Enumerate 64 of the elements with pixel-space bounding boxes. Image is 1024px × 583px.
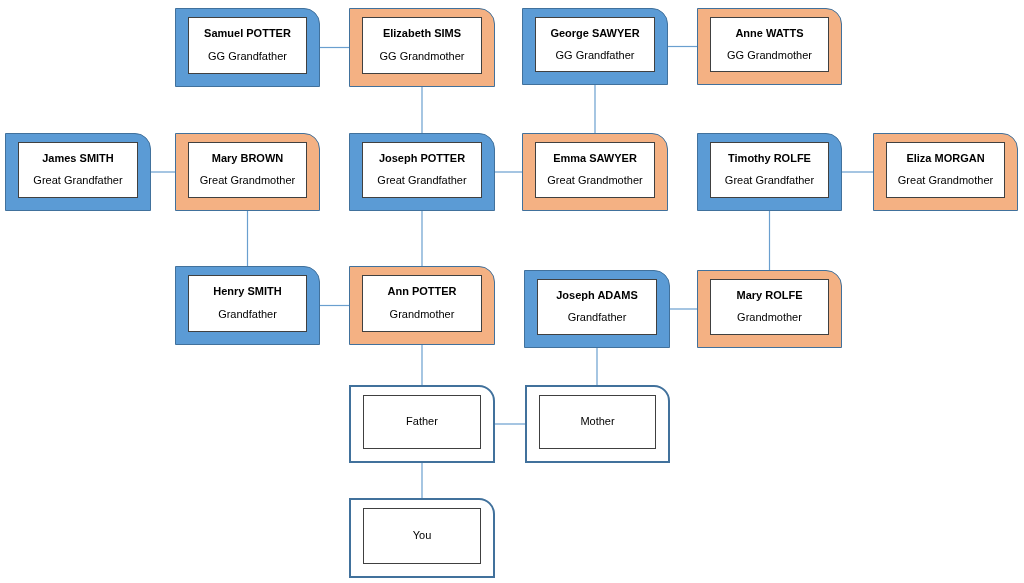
relation-label: GG Grandfather	[208, 50, 287, 64]
relation-label: GG Grandmother	[379, 50, 465, 64]
person-name: Mary BROWN	[211, 151, 284, 166]
female-ancestor-box	[175, 133, 320, 211]
relation-label: Mother	[580, 415, 615, 429]
person-name: Ann POTTER	[387, 285, 457, 299]
person-name: Eliza MORGAN	[906, 151, 985, 166]
connector-line	[150, 171, 176, 173]
connector-line	[594, 84, 596, 134]
female-ancestor-box	[697, 8, 842, 85]
person-name: George SAWYER	[550, 26, 640, 41]
connector-line	[841, 171, 874, 173]
relation-label: GG Grandmother	[727, 48, 812, 63]
relation-label: You	[412, 529, 432, 543]
person-name: Emma SAWYER	[553, 151, 637, 166]
female-ancestor-box	[697, 270, 842, 348]
female-ancestor-box	[873, 133, 1018, 211]
connector-line	[667, 45, 698, 48]
person-name: Timothy ROLFE	[728, 151, 811, 166]
person-name: Elizabeth SIMS	[382, 27, 462, 41]
connector-line	[421, 210, 423, 267]
connector-line	[494, 171, 523, 173]
male-ancestor-box	[522, 8, 668, 85]
person-name: Henry SMITH	[213, 285, 282, 299]
relation-label: Great Grandmother	[897, 174, 994, 189]
relation-label: Father	[406, 415, 438, 429]
relation-label: Great Grandmother	[547, 174, 643, 189]
male-ancestor-box	[5, 133, 151, 211]
person-name: Joseph ADAMS	[556, 288, 638, 303]
connector-line	[421, 344, 423, 386]
connector-line	[246, 210, 249, 267]
person-name: Mary ROLFE	[736, 288, 803, 303]
person-name: Joseph POTTER	[378, 151, 466, 166]
female-ancestor-box	[522, 133, 668, 211]
person-name: Anne WATTS	[735, 26, 804, 41]
relation-label: Grandfather	[218, 308, 277, 322]
connector-line	[421, 86, 423, 134]
person-name: Samuel POTTER	[204, 27, 291, 41]
connector-line	[768, 210, 771, 271]
person-box	[349, 498, 495, 578]
connector-line	[319, 304, 350, 307]
relation-label: GG Grandfather	[555, 48, 635, 63]
male-ancestor-box	[697, 133, 842, 211]
person-box	[525, 385, 670, 463]
female-ancestor-box	[349, 266, 495, 345]
male-ancestor-box	[175, 266, 320, 345]
relation-label: Great Grandfather	[377, 174, 467, 189]
connector-line	[596, 347, 598, 386]
relation-label: Grandmother	[389, 308, 455, 322]
female-ancestor-box	[349, 8, 495, 87]
male-ancestor-box	[524, 270, 670, 348]
connector-line	[669, 308, 698, 310]
male-ancestor-box	[349, 133, 495, 211]
relation-label: Grandmother	[737, 311, 802, 326]
relation-label: Great Grandfather	[33, 174, 123, 189]
relation-label: Great Grandfather	[724, 174, 815, 189]
relation-label: Grandfather	[567, 311, 627, 326]
connector-line	[319, 46, 350, 49]
male-ancestor-box	[175, 8, 320, 87]
connector-line	[494, 423, 526, 425]
connector-line	[421, 462, 423, 499]
relation-label: Great Grandmother	[199, 174, 296, 189]
person-name: James SMITH	[42, 151, 114, 166]
person-box	[349, 385, 495, 463]
